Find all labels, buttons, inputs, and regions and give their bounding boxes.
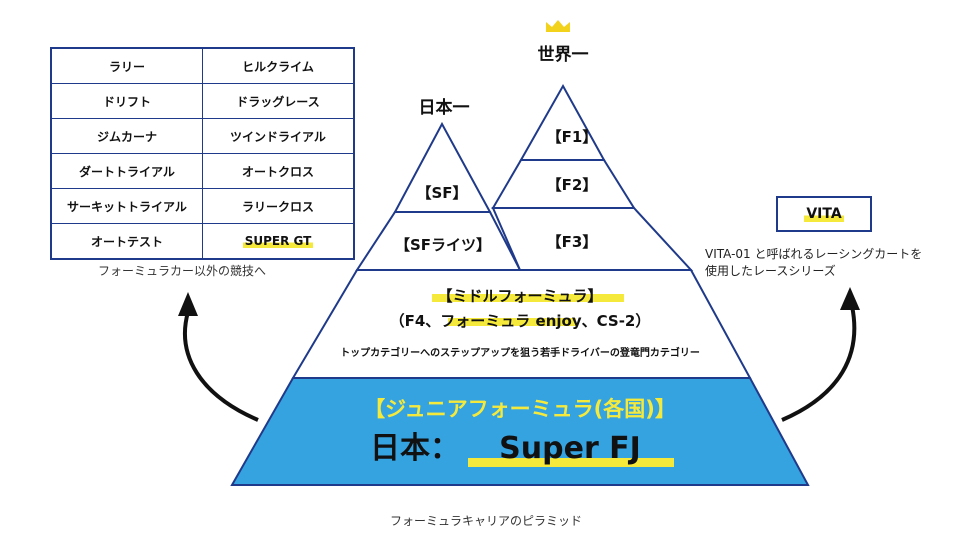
pyramid-caption: フォーミュラキャリアのピラミッド: [390, 514, 583, 528]
japan-top-label: 日本一: [419, 97, 470, 118]
sf-lights-label: 【SFライツ】: [395, 236, 491, 254]
super-gt-label: SUPER GT: [242, 234, 314, 248]
table-cell: SUPER GT: [202, 223, 355, 260]
vita-description-line2: 使用したレースシリーズ: [705, 264, 836, 278]
middle-sub-highlight: [448, 318, 576, 326]
table-cell: サーキットトライアル: [50, 188, 203, 224]
table-cell: ヒルクライム: [202, 47, 355, 84]
vita-description: VITA-01 と呼ばれるレーシングカートを 使用したレースシリーズ: [705, 246, 922, 280]
f1-tier: [519, 83, 606, 161]
vita-box: VITA: [776, 196, 872, 232]
sf-tier: [393, 121, 492, 213]
table-row: サーキットトライアル ラリークロス: [50, 188, 355, 224]
other-categories-table: ラリー ヒルクライム ドリフト ドラッグレース ジムカーナ ツインドライアル ダ…: [50, 47, 355, 260]
super-fj-highlight: [468, 458, 674, 467]
table-row: オートテスト SUPER GT: [50, 223, 355, 260]
world-top-label: 世界一: [538, 45, 589, 65]
sf-label: 【SF】: [416, 184, 467, 202]
middle-formula-description: トップカテゴリーへのステップアップを狙う若手ドライバーの登竜門カテゴリー: [340, 346, 700, 359]
table-cell: ツインドライアル: [202, 118, 355, 154]
vita-description-line1: VITA-01 と呼ばれるレーシングカートを: [705, 247, 923, 261]
arrow-to-other-categories: [178, 292, 259, 422]
arrow-to-vita: [781, 287, 860, 422]
table-cell: オートテスト: [50, 223, 203, 260]
junior-japan-prefix: 日本：: [370, 431, 460, 466]
table-cell: オートクロス: [202, 153, 355, 189]
crown-icon: [546, 20, 570, 32]
middle-title-highlight: [432, 294, 624, 302]
f2-label: 【F2】: [547, 176, 598, 194]
table-row: ダートトライアル オートクロス: [50, 153, 355, 189]
table-row: ラリー ヒルクライム: [50, 47, 355, 84]
super-fj-label: Super FJ: [499, 431, 641, 466]
middle-formula-series: （F4、フォーミュラ enjoy、CS-2）: [390, 312, 651, 330]
middle-formula-title: 【ミドルフォーミュラ】: [437, 287, 602, 305]
junior-formula-title: 【ジュニアフォーミュラ(各国)】: [364, 397, 676, 421]
f3-label: 【F3】: [547, 233, 598, 251]
vita-label: VITA: [804, 206, 844, 222]
table-row: ドリフト ドラッグレース: [50, 83, 355, 119]
table-cell: ラリークロス: [202, 188, 355, 224]
table-caption: フォーミュラカー以外の競技へ: [98, 264, 267, 278]
f1-label: 【F1】: [547, 128, 598, 146]
